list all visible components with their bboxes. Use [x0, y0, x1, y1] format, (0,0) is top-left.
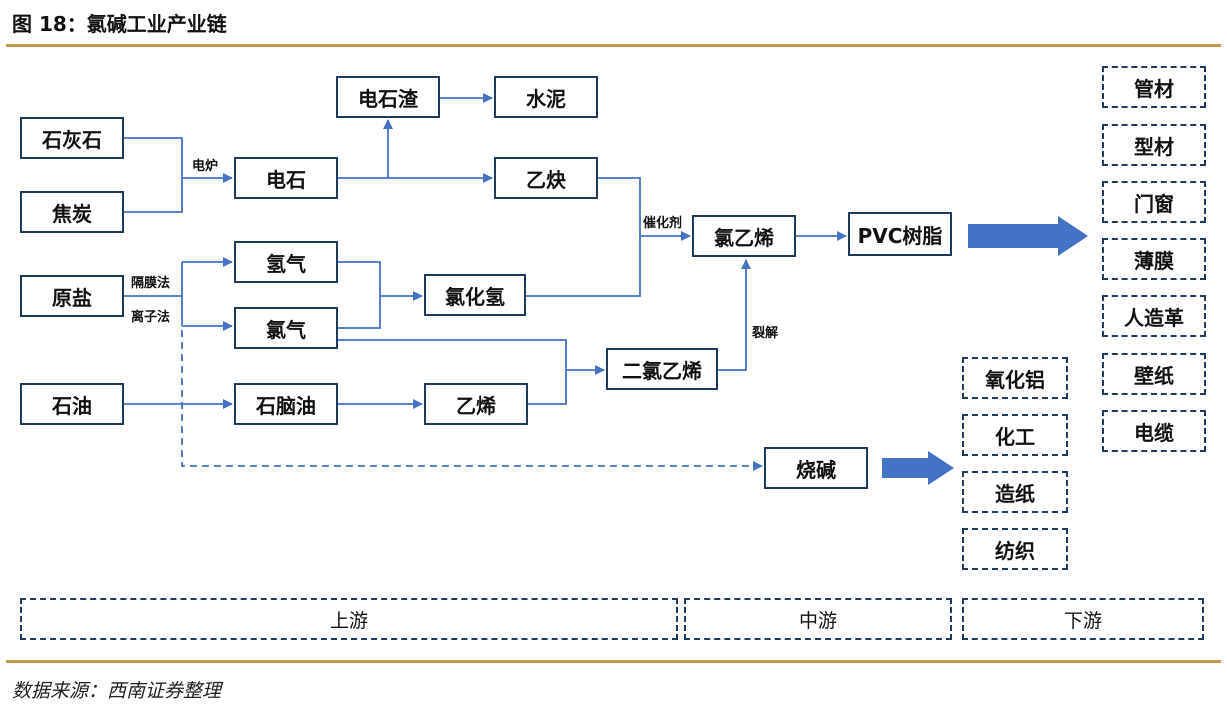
- pvc-product: 门窗: [1102, 181, 1206, 223]
- top-rule: [6, 44, 1221, 47]
- pvc-big-arrow: [968, 216, 1088, 256]
- edge-acetylene-to-vc: [598, 177, 691, 241]
- pvc-product: 电缆: [1102, 410, 1206, 452]
- edge-hcl-to-vc: [526, 236, 641, 297]
- stage-upstream: 上游: [20, 598, 678, 640]
- node-cement: 水泥: [494, 76, 598, 118]
- node-coke: 焦炭: [20, 191, 124, 233]
- node-vinyl-chloride: 氯乙烯: [692, 215, 796, 257]
- caustic-product: 氧化铝: [962, 357, 1068, 399]
- node-hydrogen: 氢气: [234, 241, 338, 283]
- node-hydrogen-chloride: 氯化氢: [424, 274, 526, 316]
- caustic-product: 纺织: [962, 528, 1068, 570]
- source-note: 数据来源：西南证券整理: [12, 680, 222, 702]
- caustic-product: 化工: [962, 414, 1068, 456]
- pvc-product: 管材: [1102, 66, 1206, 108]
- figure-title: 图 18：氯碱工业产业链: [12, 12, 227, 36]
- label-diaphragm: 隔膜法: [131, 276, 171, 291]
- caustic-big-arrow: [882, 451, 954, 485]
- edge-limestone-merge: [124, 137, 183, 213]
- node-salt: 原盐: [20, 275, 124, 317]
- edge-salt-to-caustic: [181, 330, 763, 471]
- node-naphtha: 石脑油: [234, 383, 338, 425]
- edge-h2-cl2-merge: [338, 261, 381, 329]
- node-caustic-soda: 烧碱: [764, 447, 868, 489]
- node-petroleum: 石油: [20, 383, 124, 425]
- stage-midstream: 中游: [684, 598, 952, 640]
- bottom-rule: [6, 660, 1221, 663]
- pvc-product: 型材: [1102, 124, 1206, 166]
- edge-dce-to-vc: [718, 259, 751, 371]
- node-calcium-carbide: 电石: [234, 157, 338, 199]
- label-ion-membrane: 离子法: [131, 310, 171, 325]
- node-ethylene: 乙烯: [424, 383, 528, 425]
- node-limestone: 石灰石: [20, 117, 124, 159]
- stage-downstream: 下游: [962, 598, 1204, 640]
- node-acetylene: 乙炔: [494, 157, 598, 199]
- edge-ethylene-to-dce: [528, 370, 567, 405]
- node-dichloroethane: 二氯乙烯: [606, 348, 718, 390]
- pvc-product: 薄膜: [1102, 238, 1206, 280]
- caustic-product: 造纸: [962, 471, 1068, 513]
- label-cracking: 裂解: [752, 326, 779, 341]
- pvc-product: 壁纸: [1102, 353, 1206, 395]
- node-pvc-resin: PVC树脂: [848, 212, 952, 256]
- pvc-product: 人造革: [1102, 295, 1206, 337]
- node-carbide-slag: 电石渣: [336, 76, 440, 118]
- label-catalyst: 催化剂: [643, 216, 683, 231]
- label-furnace: 电炉: [192, 159, 219, 174]
- edge-cl2-to-dce: [338, 339, 567, 370]
- node-chlorine: 氯气: [234, 307, 338, 349]
